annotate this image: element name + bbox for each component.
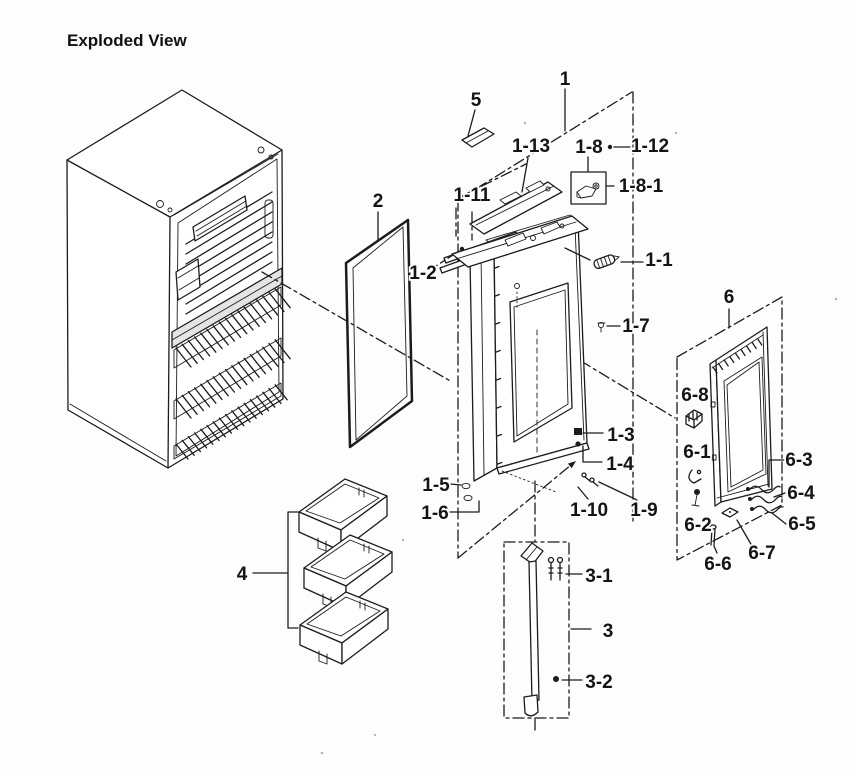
callout-1-4: 1-4 <box>606 454 634 475</box>
door-gasket <box>344 218 414 449</box>
callout-1-12: 1-12 <box>631 136 669 157</box>
refrigerator-cabinet <box>66 89 291 469</box>
wire-shelf-lower <box>175 384 288 460</box>
callout-6-1: 6-1 <box>683 442 711 463</box>
callout-3-1: 3-1 <box>585 566 613 587</box>
door-top-assembly <box>439 180 589 274</box>
screw-part-1-7 <box>597 321 606 333</box>
door-edge-ticks <box>494 265 503 465</box>
screw-part-1-1 <box>593 254 620 270</box>
pin-part-6-2 <box>691 489 700 507</box>
callout-2: 2 <box>373 191 384 212</box>
screw-part-1-12 <box>607 144 613 150</box>
cap-part-1-3 <box>574 428 582 435</box>
callout-1-9: 1-9 <box>630 500 657 521</box>
callout-1-7: 1-7 <box>622 316 649 337</box>
callout-6-3: 6-3 <box>785 450 812 471</box>
callout-1-3: 1-3 <box>607 425 634 446</box>
screw-part-1-2 <box>459 246 465 252</box>
inner-door-panel-group <box>676 296 784 561</box>
callout-6: 6 <box>724 287 735 308</box>
panel-top-hatching <box>712 338 763 374</box>
callout-4: 4 <box>237 564 248 585</box>
callout-6-7: 6-7 <box>748 543 775 564</box>
part-1-8-box <box>570 171 607 205</box>
scan-noise <box>320 121 838 755</box>
cover-cap-part-5 <box>461 127 495 148</box>
callout-5: 5 <box>471 90 482 111</box>
handle-screws-3-1 <box>547 556 564 581</box>
callout-1-8: 1-8 <box>575 137 602 158</box>
grommets-1-5-1-6 <box>461 482 473 502</box>
callout-6-4: 6-4 <box>787 483 815 504</box>
pin-part-6-6 <box>709 524 717 546</box>
callout-leader-lines <box>252 88 787 681</box>
clip-part-6-8 <box>685 409 703 429</box>
callout-3-2: 3-2 <box>585 672 612 693</box>
refrigerator-door <box>469 214 590 493</box>
callout-1-1: 1-1 <box>645 250 673 271</box>
callout-labels: 1 2 3 3-1 3-2 4 5 6 1-1 1-2 1-3 1-4 1-5 … <box>235 67 818 695</box>
callout-1-13: 1-13 <box>512 136 550 157</box>
callout-6-8: 6-8 <box>681 385 708 406</box>
callout-6-5: 6-5 <box>788 514 816 535</box>
callout-6-2: 6-2 <box>684 515 711 536</box>
wire-shelf-middle <box>175 339 291 419</box>
callout-6-6: 6-6 <box>704 554 731 575</box>
screws-1-9-1-10 <box>581 472 599 487</box>
door-bins <box>298 478 393 665</box>
screw-part-3-2 <box>553 676 559 682</box>
hook-part-6-1 <box>688 469 702 484</box>
part-1-1-pointer <box>564 247 591 261</box>
callout-3: 3 <box>603 621 614 642</box>
wire-shelf-upper <box>175 288 291 368</box>
callout-1-5: 1-5 <box>422 475 450 496</box>
callout-1-2: 1-2 <box>409 263 436 284</box>
callout-1-6: 1-6 <box>421 503 448 524</box>
door-handle-group <box>503 480 570 735</box>
screw-part-1-4 <box>575 441 581 447</box>
callout-1-10: 1-10 <box>570 500 608 521</box>
callout-1: 1 <box>560 69 571 90</box>
callout-1-8-1: 1-8-1 <box>619 176 664 197</box>
washer-part-6-7 <box>721 507 739 518</box>
page-title: Exploded View <box>67 31 187 50</box>
callout-1-11: 1-11 <box>454 185 491 206</box>
